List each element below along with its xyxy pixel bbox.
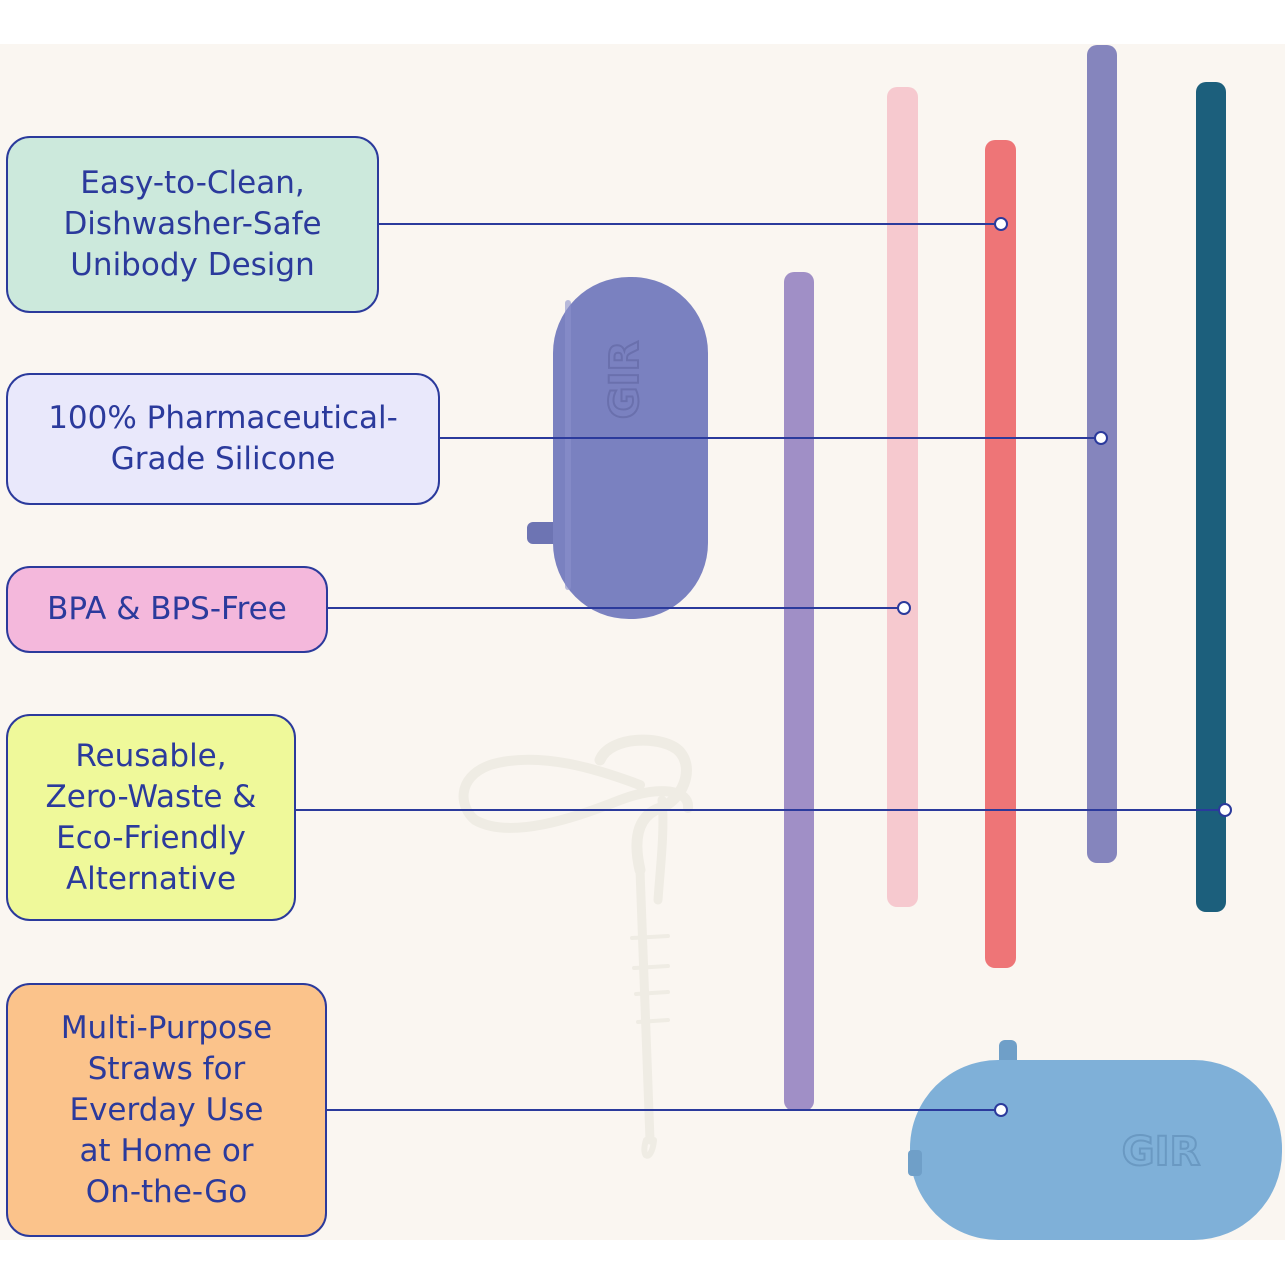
connector-dot-5 bbox=[994, 1103, 1008, 1117]
feature-callout-multi-purpose: Multi-Purpose Straws for Everday Use at … bbox=[6, 983, 327, 1237]
feature-callout-silicone: 100% Pharmaceutical- Grade Silicone bbox=[6, 373, 440, 505]
case-logo-text-2: GIR bbox=[1122, 1129, 1201, 1175]
straw-light-pink bbox=[887, 87, 918, 907]
connector-dot-3 bbox=[897, 601, 911, 615]
feature-callout-reusable: Reusable, Zero-Waste & Eco-Friendly Alte… bbox=[6, 714, 296, 921]
straw-coral bbox=[985, 140, 1016, 968]
feature-callout-bpa-free: BPA & BPS-Free bbox=[6, 566, 328, 653]
case-logo-text: GIR bbox=[602, 341, 648, 420]
connector-dot-1 bbox=[994, 217, 1008, 231]
straw-teal bbox=[1196, 82, 1226, 912]
connector-dot-2 bbox=[1094, 431, 1108, 445]
connector-dot-4 bbox=[1218, 803, 1232, 817]
feature-callout-easy-clean: Easy-to-Clean, Dishwasher-Safe Unibody D… bbox=[6, 136, 379, 313]
cleaning-brush bbox=[458, 734, 693, 1159]
case-blue: GIR bbox=[908, 1040, 1282, 1240]
straw-lavender bbox=[784, 272, 814, 1111]
connector-lines bbox=[296, 217, 1232, 1117]
case-purple: GIR bbox=[527, 277, 708, 619]
straw-periwinkle bbox=[1087, 45, 1117, 863]
